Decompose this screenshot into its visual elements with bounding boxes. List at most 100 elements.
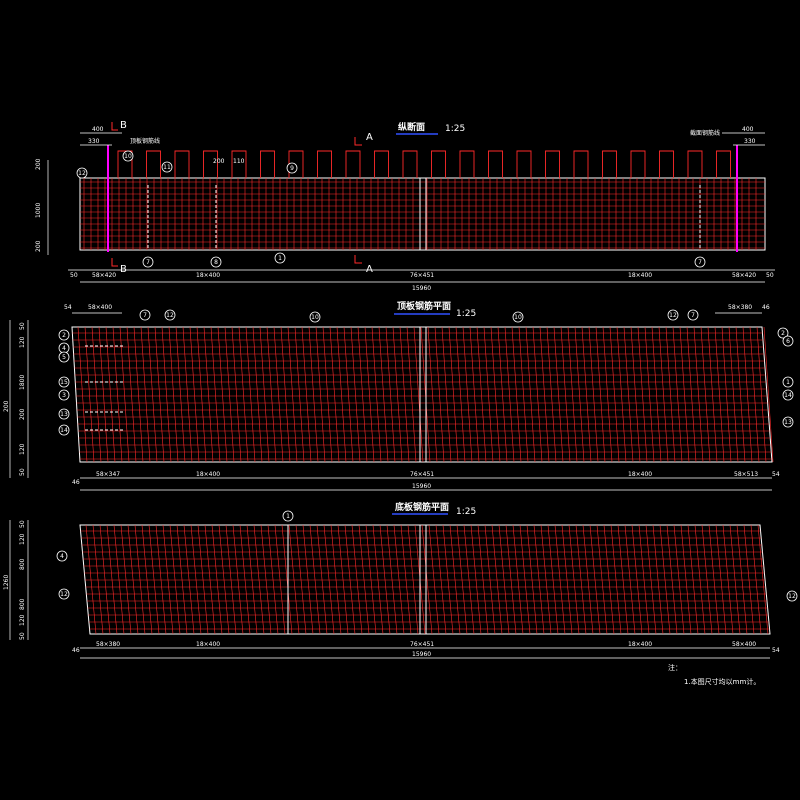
rebar-marker-circle — [786, 590, 798, 602]
rebar-vertical — [568, 524, 580, 635]
bot-left-dim-2: 800 — [19, 558, 26, 570]
rebar-vertical — [217, 326, 228, 463]
rebar-vertical — [344, 524, 356, 635]
rebar-vertical — [203, 326, 214, 463]
rebar-vertical — [98, 326, 109, 463]
rebar-vertical — [749, 326, 760, 463]
rebar-vertical — [532, 326, 543, 463]
bot-bot-dim-1: 58×380 — [96, 641, 120, 648]
rebar-vertical — [113, 524, 125, 635]
bot-bot-dim-4: 18×400 — [628, 641, 652, 648]
rebar-vertical — [421, 524, 433, 635]
bot-bot-dim-3: 76×451 — [410, 641, 434, 648]
rebar-vertical — [176, 524, 188, 635]
rebar-marker-label: 4 — [60, 553, 64, 560]
top-left-dim-1: 120 — [19, 336, 26, 348]
rebar-vertical — [631, 524, 643, 635]
rebar-vertical — [469, 326, 480, 463]
notes-heading: 注： — [668, 663, 682, 672]
rebar-vertical — [301, 326, 312, 463]
rebar-vertical — [463, 524, 475, 635]
rebar-vertical — [126, 326, 137, 463]
rebar-vertical — [106, 524, 118, 635]
elevation-top-dims — [80, 132, 765, 146]
rebar-vertical — [183, 524, 195, 635]
top-bot-dim-5: 58×513 — [734, 471, 758, 478]
rebar-marker-label: 7 — [691, 312, 695, 319]
rebar-vertical — [351, 524, 363, 635]
section-b-bottom: B — [120, 264, 127, 275]
bot-left-dim-4: 800 — [19, 598, 26, 610]
top-bot-dim-1: 58×347 — [96, 471, 120, 478]
section-a-bottom-mark — [354, 255, 362, 264]
rebar-marker-circle — [210, 256, 222, 268]
rebar-vertical — [386, 524, 398, 635]
rebar-vertical — [750, 524, 762, 635]
rebar-vertical — [434, 326, 445, 463]
rebar-vertical — [602, 326, 613, 463]
bottom-plan-left-dims — [9, 520, 29, 640]
rebar-marker-circle — [274, 252, 286, 264]
notes-line-1: 1.本图尺寸均以mm计。 — [684, 677, 760, 686]
rebar-vertical — [147, 326, 158, 463]
rebar-vertical — [518, 326, 529, 463]
rebar-vertical — [308, 326, 319, 463]
top-bot-dim-0: 46 — [72, 479, 80, 486]
rebar-marker-label: 2 — [62, 332, 66, 339]
rebar-vertical — [204, 524, 216, 635]
rebar-vertical — [707, 326, 718, 463]
rebar-vertical — [491, 524, 503, 635]
top-bot-dim-2: 18×400 — [196, 471, 220, 478]
bottom-plan-bottom-dims — [80, 647, 770, 659]
rebar-marker-label: 10 — [311, 314, 319, 321]
top-dim-58x400: 58×400 — [88, 304, 112, 311]
elev-bot-dim-1: 58×420 — [92, 272, 116, 279]
rebar-vertical — [498, 524, 510, 635]
section-a-top-mark — [354, 137, 362, 146]
shear-stud — [174, 150, 190, 178]
shear-stud — [545, 150, 560, 178]
shear-stud — [231, 150, 247, 178]
rebar-vertical — [343, 326, 354, 463]
rebar-marker-label: 7 — [146, 259, 150, 266]
rebar-vertical — [456, 524, 468, 635]
rebar-vertical — [134, 524, 146, 635]
rebar-vertical — [526, 524, 538, 635]
elevation-break-line — [419, 178, 427, 250]
rebar-vertical — [560, 326, 571, 463]
elev-bot-dim-0: 50 — [70, 272, 78, 279]
rebar-vertical — [729, 524, 741, 635]
rebar-marker-label: 12 — [669, 312, 677, 319]
elev-left-dim-3: 200 — [35, 240, 42, 252]
rebar-vertical — [406, 326, 417, 463]
bot-bot-dim-2: 18×400 — [196, 641, 220, 648]
rebar-marker-label: 1 — [286, 513, 290, 520]
elevation-title: 纵断面 — [398, 121, 425, 133]
rebar-vertical — [505, 524, 517, 635]
top-bot-dim-6: 54 — [772, 471, 780, 478]
rebar-vertical — [162, 524, 174, 635]
section-b-top: B — [120, 120, 127, 131]
rebar-vertical — [694, 524, 706, 635]
rebar-marker-circle — [694, 256, 706, 268]
rebar-marker-label: 7 — [143, 312, 147, 319]
rebar-vertical — [336, 326, 347, 463]
rebar-vertical — [350, 326, 361, 463]
rebar-marker-circle — [687, 309, 699, 321]
rebar-vertical — [441, 326, 452, 463]
rebar-vertical — [357, 326, 368, 463]
rebar-vertical — [197, 524, 209, 635]
rebar-vertical — [512, 524, 524, 635]
rebar-vertical — [182, 326, 193, 463]
rebar-vertical — [476, 326, 487, 463]
rebar-vertical — [77, 326, 88, 463]
rebar-vertical — [567, 326, 578, 463]
rebar-vertical — [483, 326, 494, 463]
shear-stud — [431, 150, 446, 178]
rebar-vertical — [273, 326, 284, 463]
rebar-vertical — [462, 326, 473, 463]
rebar-marker-circle — [58, 408, 70, 420]
